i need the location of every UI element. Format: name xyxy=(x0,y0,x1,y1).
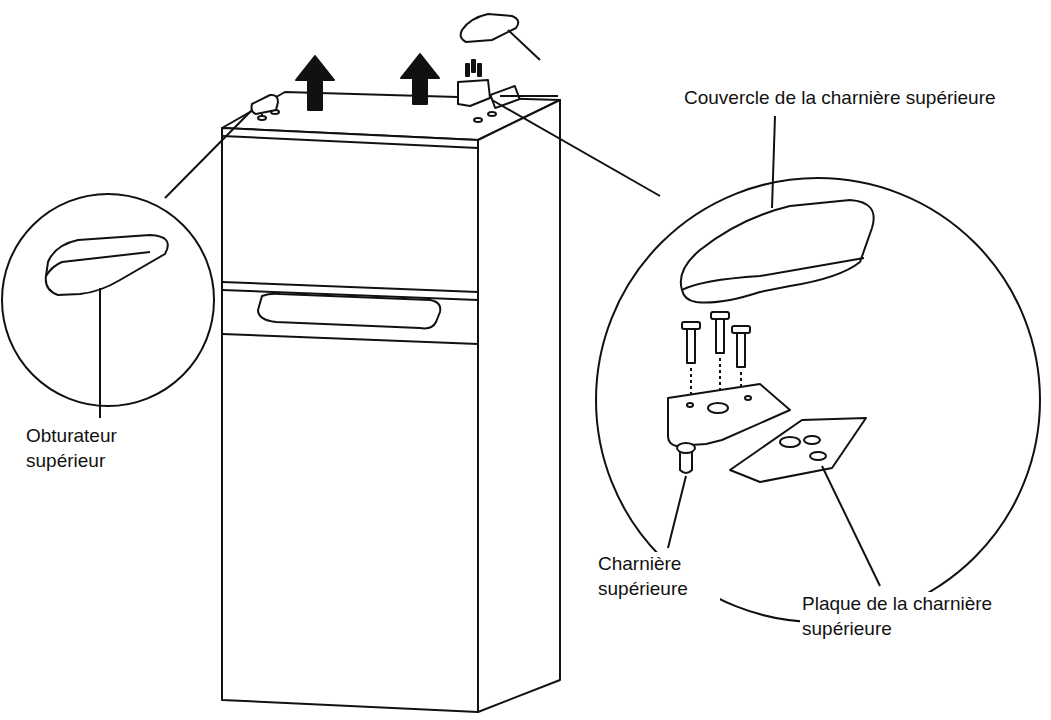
screw xyxy=(478,64,481,76)
door-top-edge xyxy=(222,136,478,148)
detail-circle xyxy=(2,194,214,406)
hinge-plate-large xyxy=(730,418,866,482)
hinge-cover-large xyxy=(682,258,864,290)
door-gap xyxy=(222,334,478,344)
hinge-cover-large xyxy=(681,200,874,303)
dash-line xyxy=(261,114,263,118)
hinge-large xyxy=(668,384,790,446)
leader-line xyxy=(822,466,880,586)
top-hinge xyxy=(458,80,490,106)
top-plug-large xyxy=(46,235,168,295)
part-label: Charnière supérieure xyxy=(596,552,720,601)
screw-hole xyxy=(474,118,482,122)
part-label: Obturateur supérieur xyxy=(24,424,158,473)
leader-line xyxy=(500,95,558,97)
door-handle xyxy=(258,294,440,329)
up-arrow xyxy=(401,54,439,104)
top-plug-large xyxy=(46,252,150,276)
plate-hole xyxy=(810,452,826,460)
hinge-hole xyxy=(687,403,693,407)
leader-line xyxy=(508,30,540,60)
screw xyxy=(466,64,469,76)
up-arrow xyxy=(296,56,334,110)
hinge-hole xyxy=(745,396,751,400)
top-plug xyxy=(252,95,279,114)
part-label: Plaque de la charnière supérieure xyxy=(800,592,1040,641)
leader-line xyxy=(772,116,775,208)
plate-hole xyxy=(780,437,800,447)
screw-hole xyxy=(488,112,496,116)
fridge-side xyxy=(478,100,560,712)
leader-line xyxy=(492,100,660,196)
leader-line xyxy=(165,110,252,198)
screw xyxy=(472,60,475,72)
hinge-hole xyxy=(708,403,728,413)
leader-line xyxy=(668,476,686,548)
leader-line xyxy=(99,288,101,418)
fridge-front xyxy=(222,128,478,712)
plate-hole xyxy=(804,436,820,444)
hinge-cover-small xyxy=(461,14,519,42)
detail-circle xyxy=(596,178,1040,622)
part-label: Couvercle de la charnière supérieure xyxy=(682,86,998,111)
hinge-pin-top xyxy=(677,443,695,453)
